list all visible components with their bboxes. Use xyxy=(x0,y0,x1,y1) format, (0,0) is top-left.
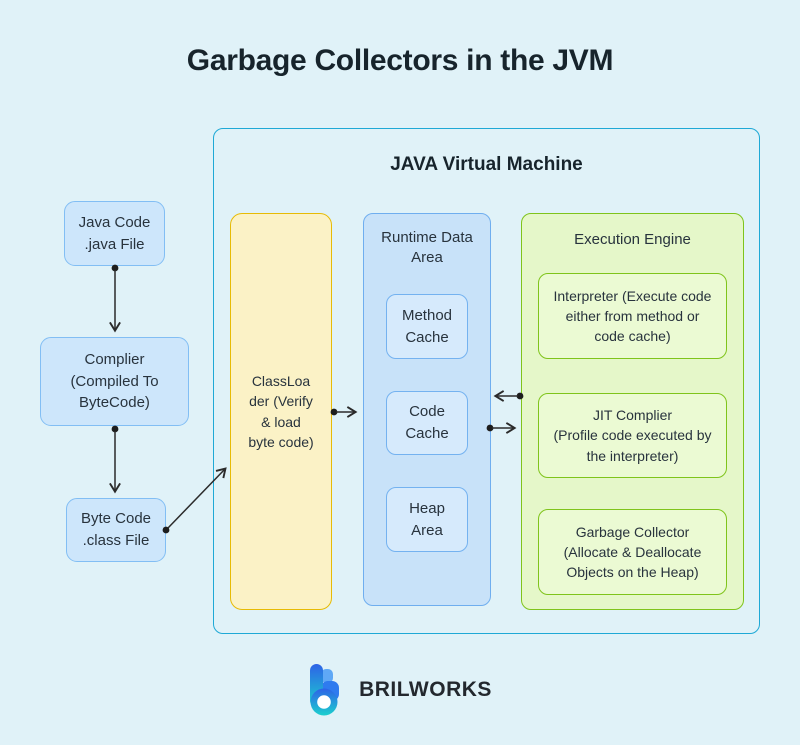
jit-compiler-label: JIT Complier (Profile code executed by t… xyxy=(553,407,712,464)
runtime-data-area-title: Runtime Data Area xyxy=(381,229,473,267)
java-code-box: Java Code .java File xyxy=(64,201,165,266)
method-cache-label: Method Cache xyxy=(401,306,453,346)
byte-code-label: Byte Code .class File xyxy=(80,510,152,549)
java-code-label: Java Code .java File xyxy=(78,213,151,253)
classloader-box: ClassLoa der (Verify & load byte code) xyxy=(230,213,332,610)
code-cache-box: Code Cache xyxy=(386,391,468,455)
code-cache-label: Code Cache xyxy=(405,403,449,442)
brand-name: BRILWORKS xyxy=(359,678,492,701)
compiler-label: Complier (Compiled To ByteCode) xyxy=(70,350,159,412)
execution-engine-title: Execution Engine xyxy=(574,231,691,248)
heap-area-label: Heap Area xyxy=(409,499,445,539)
jvm-container: JAVA Virtual Machine xyxy=(213,128,760,634)
arrow-compiler-to-bytecode xyxy=(109,425,121,494)
interpreter-label: Interpreter (Execute code either from me… xyxy=(553,287,712,345)
brilworks-logo-icon xyxy=(310,664,340,716)
garbage-collector-label: Garbage Collector (Allocate & Deallocate… xyxy=(563,523,702,581)
page-title: Garbage Collectors in the JVM xyxy=(186,44,614,77)
footer-brand: BRILWORKS xyxy=(0,662,800,718)
interpreter-box: Interpreter (Execute code either from me… xyxy=(538,273,727,359)
compiler-box: Complier (Compiled To ByteCode) xyxy=(40,337,189,426)
method-cache-box: Method Cache xyxy=(386,294,468,359)
classloader-label: ClassLoa der (Verify & load byte code) xyxy=(248,372,314,450)
arrow-javacode-to-compiler xyxy=(109,264,121,333)
garbage-collector-box: Garbage Collector (Allocate & Deallocate… xyxy=(538,509,727,595)
jvm-title: JAVA Virtual Machine xyxy=(390,154,583,175)
jit-compiler-box: JIT Complier (Profile code executed by t… xyxy=(538,393,727,478)
heap-area-box: Heap Area xyxy=(386,487,468,552)
byte-code-box: Byte Code .class File xyxy=(66,498,166,562)
